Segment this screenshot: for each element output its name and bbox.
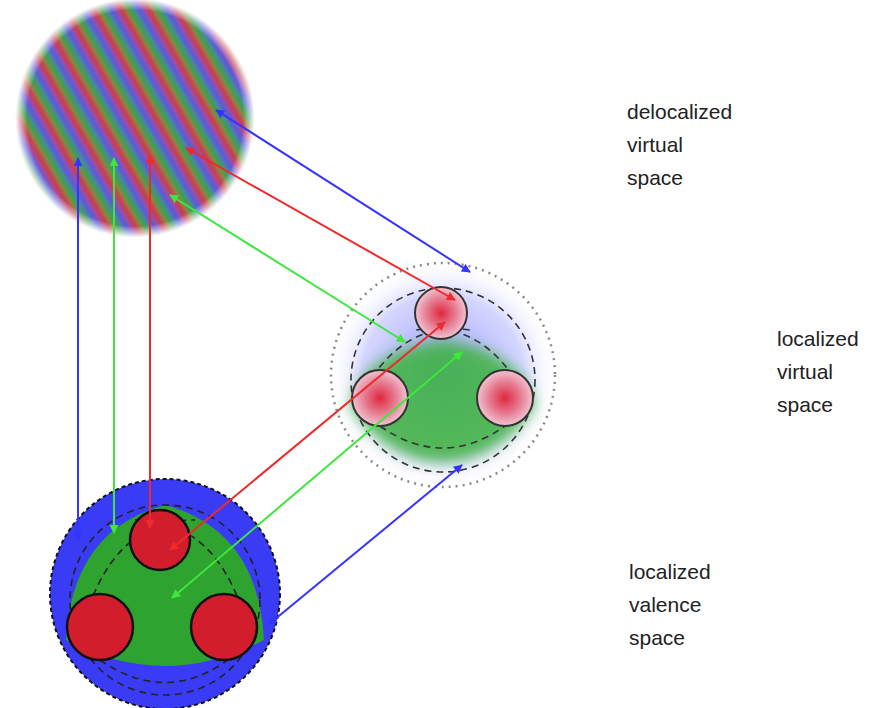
space-label: localized valence space bbox=[627, 555, 713, 654]
transition-arrow bbox=[149, 155, 151, 528]
space-label: localized virtual space bbox=[775, 322, 861, 421]
localized-valence-figure bbox=[50, 479, 280, 708]
valence-orbital bbox=[67, 594, 133, 660]
valence-orbital bbox=[191, 594, 257, 660]
transition-arrow bbox=[268, 465, 462, 625]
blue-disk bbox=[50, 479, 280, 708]
transition-arrow bbox=[77, 158, 79, 540]
virtual-orbital bbox=[352, 370, 408, 426]
green-region bbox=[350, 340, 535, 462]
transition-arrow bbox=[113, 158, 115, 533]
transition-arrow bbox=[170, 322, 445, 550]
virtual-orbital bbox=[415, 287, 467, 339]
dashed-outline bbox=[351, 288, 535, 472]
delocalized-orbital bbox=[15, 0, 255, 238]
transition-arrow bbox=[172, 352, 462, 598]
localized-virtual-figure bbox=[328, 260, 558, 490]
striped-disk bbox=[15, 0, 255, 238]
space-region: delocalized virtual space bbox=[17, 0, 253, 236]
space-region: localized virtual space bbox=[325, 265, 561, 487]
transition-arrow bbox=[186, 148, 455, 300]
space-region: localized valence space bbox=[48, 480, 284, 708]
green-region bbox=[66, 505, 264, 666]
dotted-outline bbox=[331, 263, 555, 487]
virtual-orbital bbox=[477, 370, 533, 426]
transition-arrow bbox=[170, 195, 405, 342]
space-label: delocalized virtual space bbox=[625, 95, 734, 194]
blue-glow bbox=[328, 260, 558, 490]
